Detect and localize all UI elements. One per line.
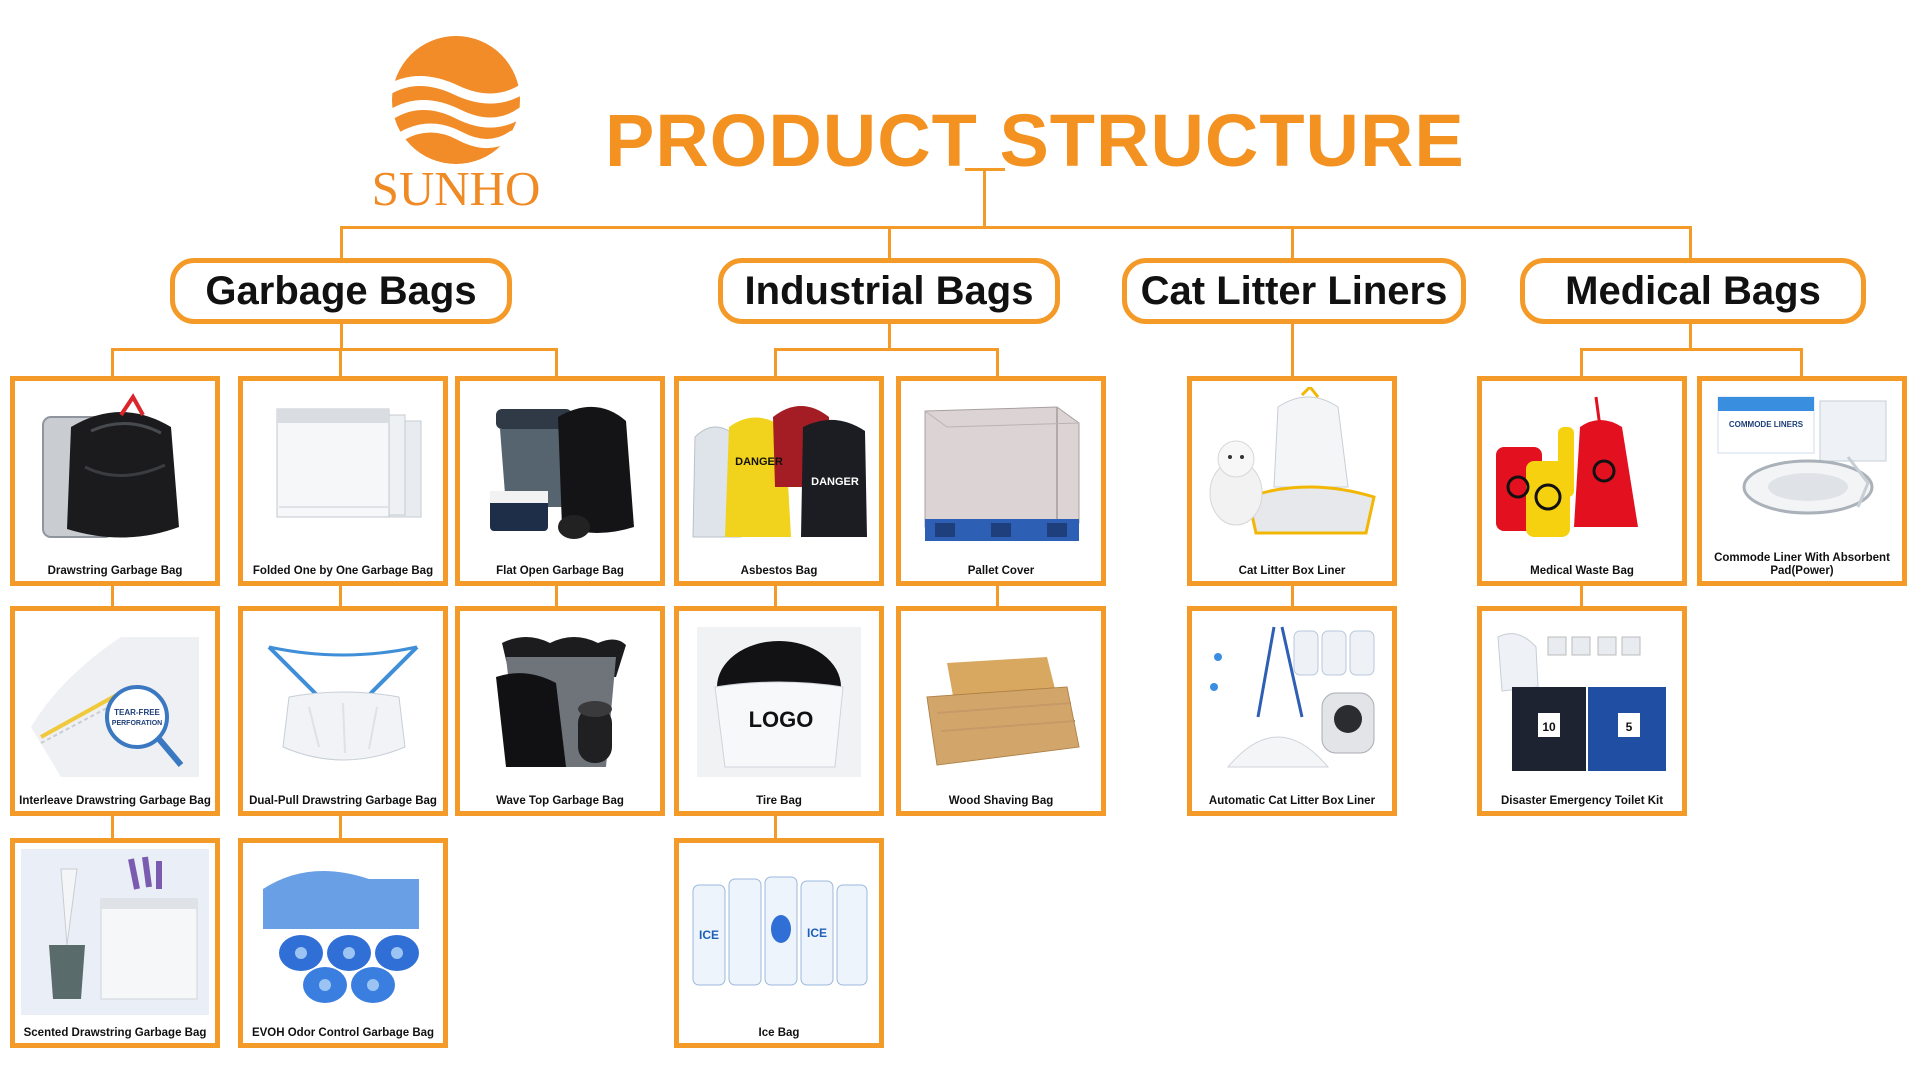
page-title: PRODUCT STRUCTURE [605,99,1465,182]
dual-pull-bag-icon [249,617,437,783]
product-label: Dual-Pull Drawstring Garbage Bag [249,795,437,807]
product-label: Cat Litter Box Liner [1238,565,1346,577]
sunho-logo [368,28,544,204]
product-card-drawstring-garbage-bag[interactable]: Drawstring Garbage Bag [10,376,220,586]
product-card-disaster-emergency-toilet-kit[interactable]: 10 5 Disaster Emergency Toilet Kit [1477,606,1687,816]
biohazard-bag-icon [1488,387,1676,553]
wave-top-bag-icon [466,617,654,783]
product-card-folded-one-by-one-garbage-bag[interactable]: Folded One by One Garbage Bag [238,376,448,586]
product-label: Ice Bag [758,1027,800,1039]
product-label: Medical Waste Bag [1530,565,1634,577]
category-medical-bags[interactable]: Medical Bags [1520,258,1866,324]
product-label: Asbestos Bag [740,565,818,577]
product-card-wave-top-garbage-bag[interactable]: Wave Top Garbage Bag [455,606,665,816]
danger-bags-icon: DANGER DANGER [685,387,873,553]
product-label: Disaster Emergency Toilet Kit [1500,795,1664,807]
product-card-tire-bag[interactable]: LOGO Tire Bag [674,606,884,816]
art-text: DANGER [811,476,859,488]
perforated-roll-icon: TEAR-FREE PERFORATION [21,617,209,783]
art-text: PERFORATION [112,720,162,727]
product-card-commode-liner-with-absorbent-pad[interactable]: COMMODE LINERS Commode Liner With Absorb… [1697,376,1907,586]
art-text: DANGER [735,456,783,468]
sun-wave-logo-icon [385,36,527,164]
product-label: Scented Drawstring Garbage Bag [23,1027,207,1039]
product-label: Wood Shaving Bag [948,795,1054,807]
blue-rolls-icon [249,849,437,1015]
art-text: COMMODE LINERS [1729,420,1804,429]
product-label: Interleave Drawstring Garbage Bag [19,795,211,807]
category-industrial-bags[interactable]: Industrial Bags [718,258,1060,324]
product-label: Pallet Cover [967,565,1035,577]
product-card-medical-waste-bag[interactable]: Medical Waste Bag [1477,376,1687,586]
art-text: LOGO [749,707,814,732]
commode-liner-icon: COMMODE LINERS [1708,387,1896,553]
wood-shaving-icon [907,617,1095,783]
product-card-pallet-cover[interactable]: Pallet Cover [896,376,1106,586]
product-card-wood-shaving-bag[interactable]: Wood Shaving Bag [896,606,1106,816]
product-card-interleave-drawstring-garbage-bag[interactable]: TEAR-FREE PERFORATION Interleave Drawstr… [10,606,220,816]
product-label: Automatic Cat Litter Box Liner [1208,795,1376,807]
category-label: Medical Bags [1565,268,1821,313]
product-card-ice-bag[interactable]: ICE ICE Ice Bag [674,838,884,1048]
bin-with-black-bag-icon [466,387,654,553]
art-text: 5 [1626,720,1633,734]
scented-bag-icon [21,849,209,1015]
product-card-scented-drawstring-garbage-bag[interactable]: Scented Drawstring Garbage Bag [10,838,220,1048]
ice-bags-icon: ICE ICE [685,849,873,1015]
product-card-asbestos-bag[interactable]: DANGER DANGER Asbestos Bag [674,376,884,586]
art-text: ICE [699,928,719,942]
toilet-kit-icon: 10 5 [1488,617,1676,783]
tire-bag-icon: LOGO [685,617,873,783]
product-card-evoh-odor-control-garbage-bag[interactable]: EVOH Odor Control Garbage Bag [238,838,448,1048]
product-card-automatic-cat-litter-box-liner[interactable]: Automatic Cat Litter Box Liner [1187,606,1397,816]
black-drawstring-bag-icon [21,387,209,553]
product-label: Folded One by One Garbage Bag [252,565,434,577]
art-text: 10 [1542,720,1556,734]
category-label: Garbage Bags [205,268,477,313]
product-label: Tire Bag [756,795,802,807]
art-text: TEAR-FREE [114,708,160,717]
product-card-dual-pull-drawstring-garbage-bag[interactable]: Dual-Pull Drawstring Garbage Bag [238,606,448,816]
auto-litter-liner-icon [1198,617,1386,783]
product-card-flat-open-garbage-bag[interactable]: Flat Open Garbage Bag [455,376,665,586]
folded-white-bags-icon [249,387,437,553]
category-label: Cat Litter Liners [1140,268,1448,313]
product-label: Drawstring Garbage Bag [47,565,183,577]
art-text: ICE [807,926,827,940]
product-label: Wave Top Garbage Bag [496,795,624,807]
brand-wordmark: SUNHO [371,161,541,216]
product-card-cat-litter-box-liner[interactable]: Cat Litter Box Liner [1187,376,1397,586]
category-cat-litter-liners[interactable]: Cat Litter Liners [1122,258,1466,324]
product-label: Commode Liner With Absorbent Pad(Power) [1714,552,1890,577]
category-label: Industrial Bags [744,268,1034,313]
product-label: EVOH Odor Control Garbage Bag [251,1027,435,1039]
pallet-cover-icon [907,387,1095,553]
product-label: Flat Open Garbage Bag [496,565,624,577]
category-garbage-bags[interactable]: Garbage Bags [170,258,512,324]
cat-litter-liner-icon [1198,387,1386,553]
